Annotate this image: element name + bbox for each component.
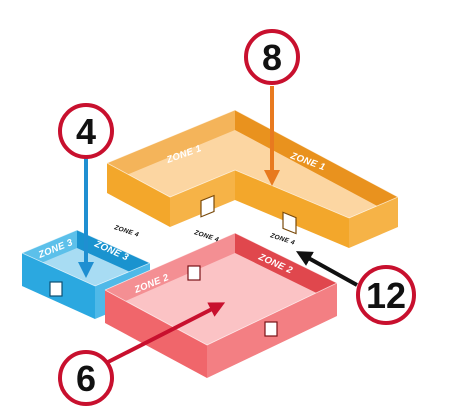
arrow-6 [107, 302, 226, 364]
zone-1-front-wall-left [107, 163, 170, 227]
zone-2-door-front [264, 321, 278, 337]
zone-2-door-back [187, 265, 201, 281]
callout-badge-8: 8 [244, 29, 300, 85]
zone-1-back-wall [107, 110, 235, 183]
zone-2-building: ZONE 2 ZONE 2 [104, 232, 338, 378]
zone-1-front-wall-end [349, 197, 398, 248]
zone-2-front-wall-left [105, 290, 207, 378]
callout-badge-6: 6 [58, 350, 114, 406]
callout-badge-4: 4 [58, 103, 114, 159]
svg-text:4: 4 [76, 111, 96, 152]
zone-1-door-right [282, 211, 297, 235]
zone-2-back-wall-right [235, 233, 337, 303]
zone-3-back-wall-right [77, 230, 150, 281]
zone-4-label-1: ZONE 4 [112, 224, 139, 239]
zone-2-back-wall [105, 233, 235, 310]
zone-1-back-wall-right [235, 110, 398, 217]
svg-text:8: 8 [262, 37, 282, 78]
zone-3-door [49, 281, 63, 297]
svg-text:12: 12 [366, 275, 406, 316]
callout-badge-12: 12 [356, 265, 416, 325]
zone-4-label-3: ZONE 4 [268, 232, 295, 247]
arrow-12 [296, 251, 358, 287]
svg-text:6: 6 [76, 358, 96, 399]
zone-1-front-wall-bottom [235, 170, 349, 248]
zone-1-front-wall-mid [170, 170, 235, 227]
zone-1-door-left [200, 194, 215, 218]
zone-4-label-2: ZONE 4 [192, 229, 219, 244]
zone-1-building: ZONE 1 ZONE 1 [106, 109, 399, 248]
